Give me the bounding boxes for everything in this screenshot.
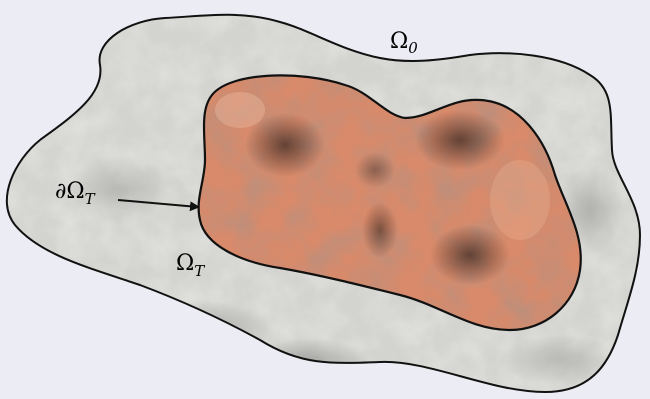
omega-0-label: Ω0 (390, 29, 418, 57)
